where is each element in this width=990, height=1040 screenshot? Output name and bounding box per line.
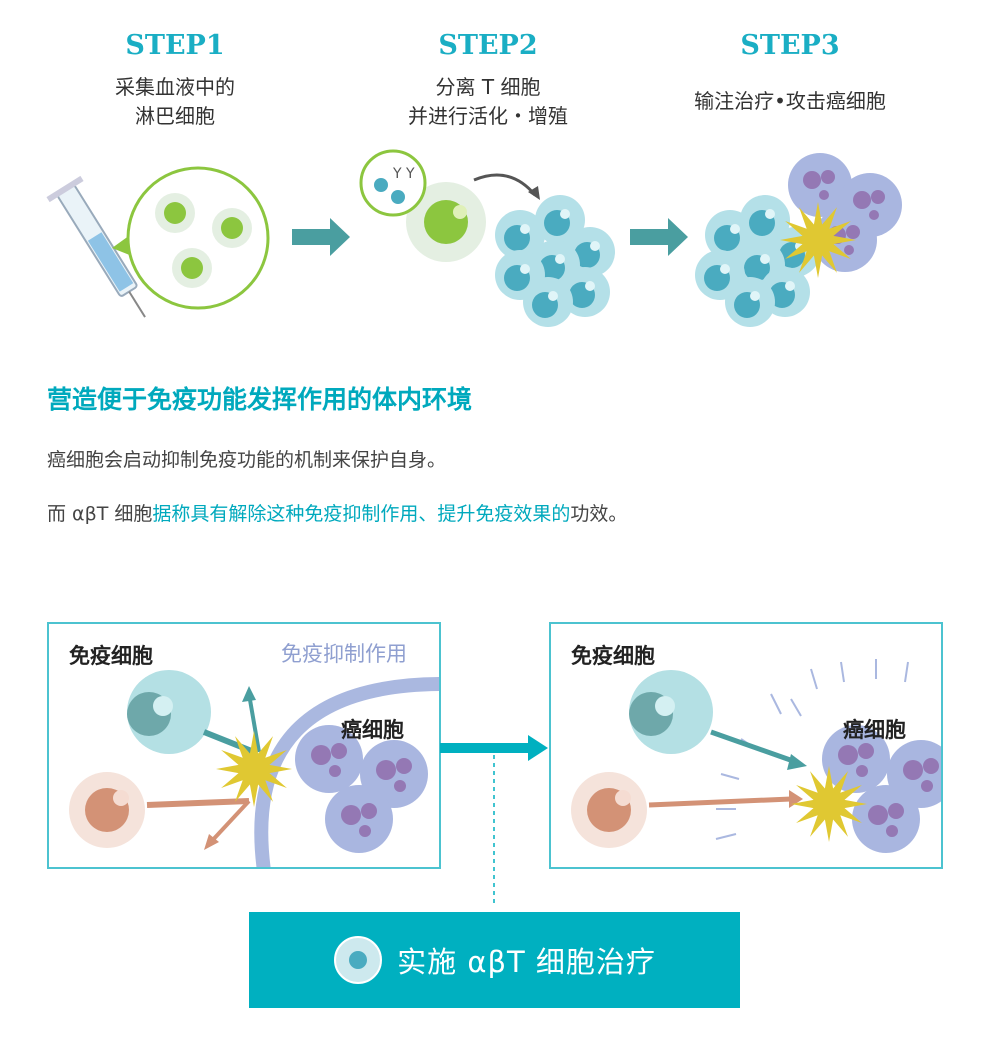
after-panel: 免疫细胞 癌细胞 xyxy=(549,622,943,869)
step3-desc: 输注治疗•攻击癌细胞 xyxy=(694,89,886,113)
immune-cell-icon xyxy=(629,670,713,754)
step3-title: STEP3 xyxy=(740,30,840,61)
activation-illustration: Y Y xyxy=(359,149,540,262)
attack-illustration xyxy=(695,153,902,327)
lymphocyte-icon xyxy=(69,772,145,848)
step1-desc: 采集血液中的淋巴细胞 xyxy=(115,75,235,128)
burst-icon xyxy=(780,202,856,278)
immune-cell-label: 免疫细胞 xyxy=(69,644,153,668)
immune-cell-label: 免疫细胞 xyxy=(571,644,655,668)
step1-title: STEP1 xyxy=(125,30,225,61)
cell-icon xyxy=(334,936,383,984)
paragraph-2: 而 αβT 细胞据称具有解除这种免疫抑制作用、提升免疫效果的功效。 xyxy=(47,503,628,525)
start-therapy-label: 实施 αβT 细胞治疗 xyxy=(397,945,656,979)
lymphocyte-icon xyxy=(571,772,647,848)
steps-illustration: Y Y xyxy=(46,149,902,327)
immune-cell-icon xyxy=(127,670,211,754)
suppression-label: 免疫抑制作用 xyxy=(281,642,407,666)
transition-arrow xyxy=(440,735,548,907)
cancer-cell-label: 癌细胞 xyxy=(843,718,906,742)
step2-desc: 分离 T 细胞并进行活化・增殖 xyxy=(408,75,568,128)
paragraph-1: 癌细胞会启动抑制免疫功能的机制来保护自身。 xyxy=(47,449,447,471)
svg-text:Y Y: Y Y xyxy=(392,166,415,182)
lymphocyte-circle xyxy=(112,166,270,310)
burst-icon xyxy=(791,766,867,842)
arrow-icon xyxy=(292,218,350,256)
burst-icon xyxy=(216,731,292,807)
cancer-cells-icon xyxy=(822,725,941,853)
before-panel: 免疫细胞 免疫抑制作用 癌细胞 xyxy=(47,622,441,869)
start-therapy-button[interactable]: 实施 αβT 细胞治疗 xyxy=(249,912,740,1008)
t-cell-cluster xyxy=(495,195,615,327)
cancer-cell xyxy=(788,153,852,217)
cancer-cells-icon xyxy=(295,725,428,853)
step2-title: STEP2 xyxy=(438,30,538,61)
cancer-cell-label: 癌细胞 xyxy=(341,718,404,742)
syringe-icon xyxy=(46,175,146,318)
arrow-icon xyxy=(630,218,688,256)
section-heading: 营造便于免疫功能发挥作用的体内环境 xyxy=(47,385,473,414)
